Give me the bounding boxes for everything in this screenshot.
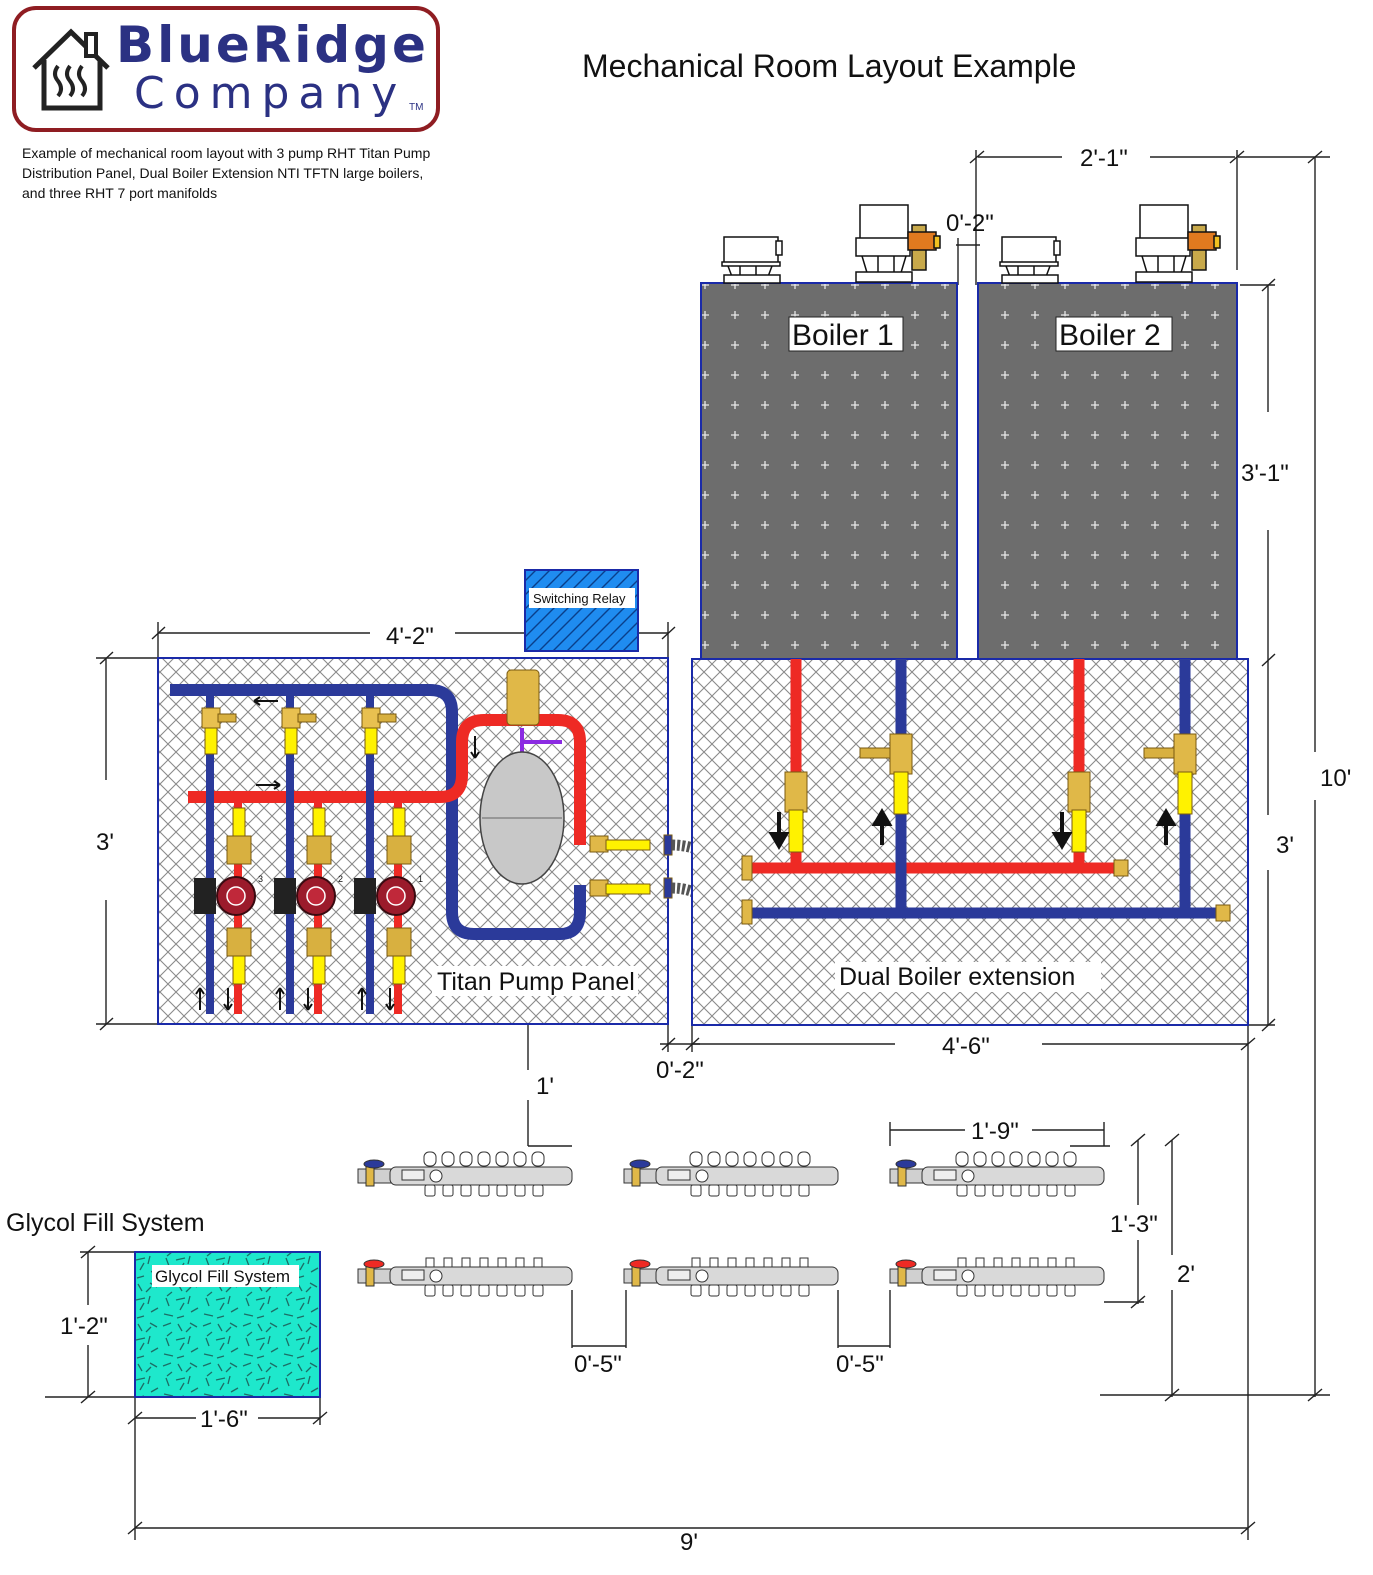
switching-relay: Switching Relay: [524, 569, 639, 652]
zone-pumps: 3 2 1: [194, 807, 423, 985]
titan-pump-panel: 3 2 1: [157, 657, 673, 1025]
zone-pump-2-number: 2: [338, 874, 343, 884]
dim-glycol-width: 1'-6": [200, 1406, 248, 1433]
titan-panel-label: Titan Pump Panel: [437, 968, 635, 996]
page-title: Mechanical Room Layout Example: [582, 48, 1077, 84]
boiler-1-label: Boiler 1: [792, 319, 894, 352]
supply-manifold-2: [623, 1257, 839, 1297]
boiler-2-burner-icon: [999, 236, 1061, 284]
boiler-2-pump-icon: [1135, 204, 1221, 283]
brand-name-line2: Company: [134, 68, 407, 119]
dim-boiler-width: 2'-1": [1080, 145, 1128, 172]
flow-arrows-panel: [195, 696, 480, 1011]
zone-pump-1-number: 1: [418, 874, 423, 884]
boiler-extension-label: Dual Boiler extension: [839, 963, 1075, 991]
dim-panel-height: 3': [96, 829, 114, 856]
house-heat-icon: [32, 28, 110, 111]
dim-manifold-width: 1'-9": [971, 1118, 1019, 1145]
zone-pump-3-number: 3: [258, 874, 263, 884]
boiler-2-label-box: [1055, 316, 1173, 352]
supply-manifold-3: [889, 1257, 1105, 1297]
dim-manifold-gap-2: 0'-5": [836, 1351, 884, 1378]
return-manifold-2: [623, 1151, 839, 1197]
boiler-2-label: Boiler 2: [1059, 319, 1161, 352]
dim-boiler-depth: 3'-1": [1241, 460, 1289, 487]
dim-extension-height: 3': [1276, 832, 1294, 859]
dim-room-depth: 10': [1320, 765, 1351, 792]
boiler-top-equipment: [721, 204, 1221, 284]
dim-panel-width: 4'-2": [386, 623, 434, 650]
dim-manifold-depth: 2': [1177, 1261, 1195, 1288]
return-manifold-1: [357, 1151, 573, 1197]
zone-pump-1-icon: 1: [354, 807, 423, 985]
company-logo: BlueRidge Company TM: [12, 6, 440, 132]
dim-manifold-spacing: 1'-3": [1110, 1211, 1158, 1238]
panel-outlet-valves: [589, 834, 673, 899]
dim-manifold-gap-1: 0'-5": [574, 1351, 622, 1378]
dimension-lines: [45, 150, 1330, 1540]
expansion-tank-icon: [479, 669, 565, 885]
extension-valves: [741, 733, 1231, 925]
dual-boiler-extension: Dual Boiler extension: [691, 658, 1249, 1026]
boiler-1-burner-icon: [721, 236, 783, 284]
glycol-system-heading: Glycol Fill System: [6, 1209, 205, 1237]
brand-name-line1: BlueRidge: [116, 16, 429, 74]
switching-relay-label: Switching Relay: [533, 591, 626, 606]
layout-description: Example of mechanical room layout with 3…: [22, 145, 431, 201]
return-manifold-3: [889, 1151, 1105, 1197]
boiler-1-label-box: [788, 316, 904, 352]
dim-room-width: 9': [680, 1529, 698, 1556]
flow-arrows-extension: [768, 808, 1177, 850]
dim-glycol-height: 1'-2": [60, 1313, 108, 1340]
dim-panel-gap: 0'-2": [656, 1057, 704, 1084]
dim-boiler-gap: 0'-2": [946, 210, 994, 237]
zone-return-valves: [201, 707, 397, 755]
zone-pump-2-icon: 2: [274, 807, 343, 985]
dim-extension-width: 4'-6": [942, 1033, 990, 1060]
manifolds: [357, 1151, 1105, 1297]
boiler-1-pump-icon: [855, 204, 941, 283]
boiler-2: Boiler 2: [977, 282, 1238, 660]
supply-manifold-1: [357, 1257, 573, 1297]
glycol-box-label: Glycol Fill System: [155, 1267, 290, 1286]
trademark-mark: TM: [409, 102, 424, 113]
glycol-fill-system: Glycol Fill System: [134, 1251, 321, 1398]
dim-manifold-clearance: 1': [536, 1073, 554, 1100]
dimension-labels: 2'-1" 0'-2" 3'-1" 10' 4'-2" 3' 3' 0'-2" …: [60, 145, 1351, 1556]
zone-pump-3-icon: 3: [194, 807, 263, 985]
boiler-1: Boiler 1: [700, 282, 958, 660]
